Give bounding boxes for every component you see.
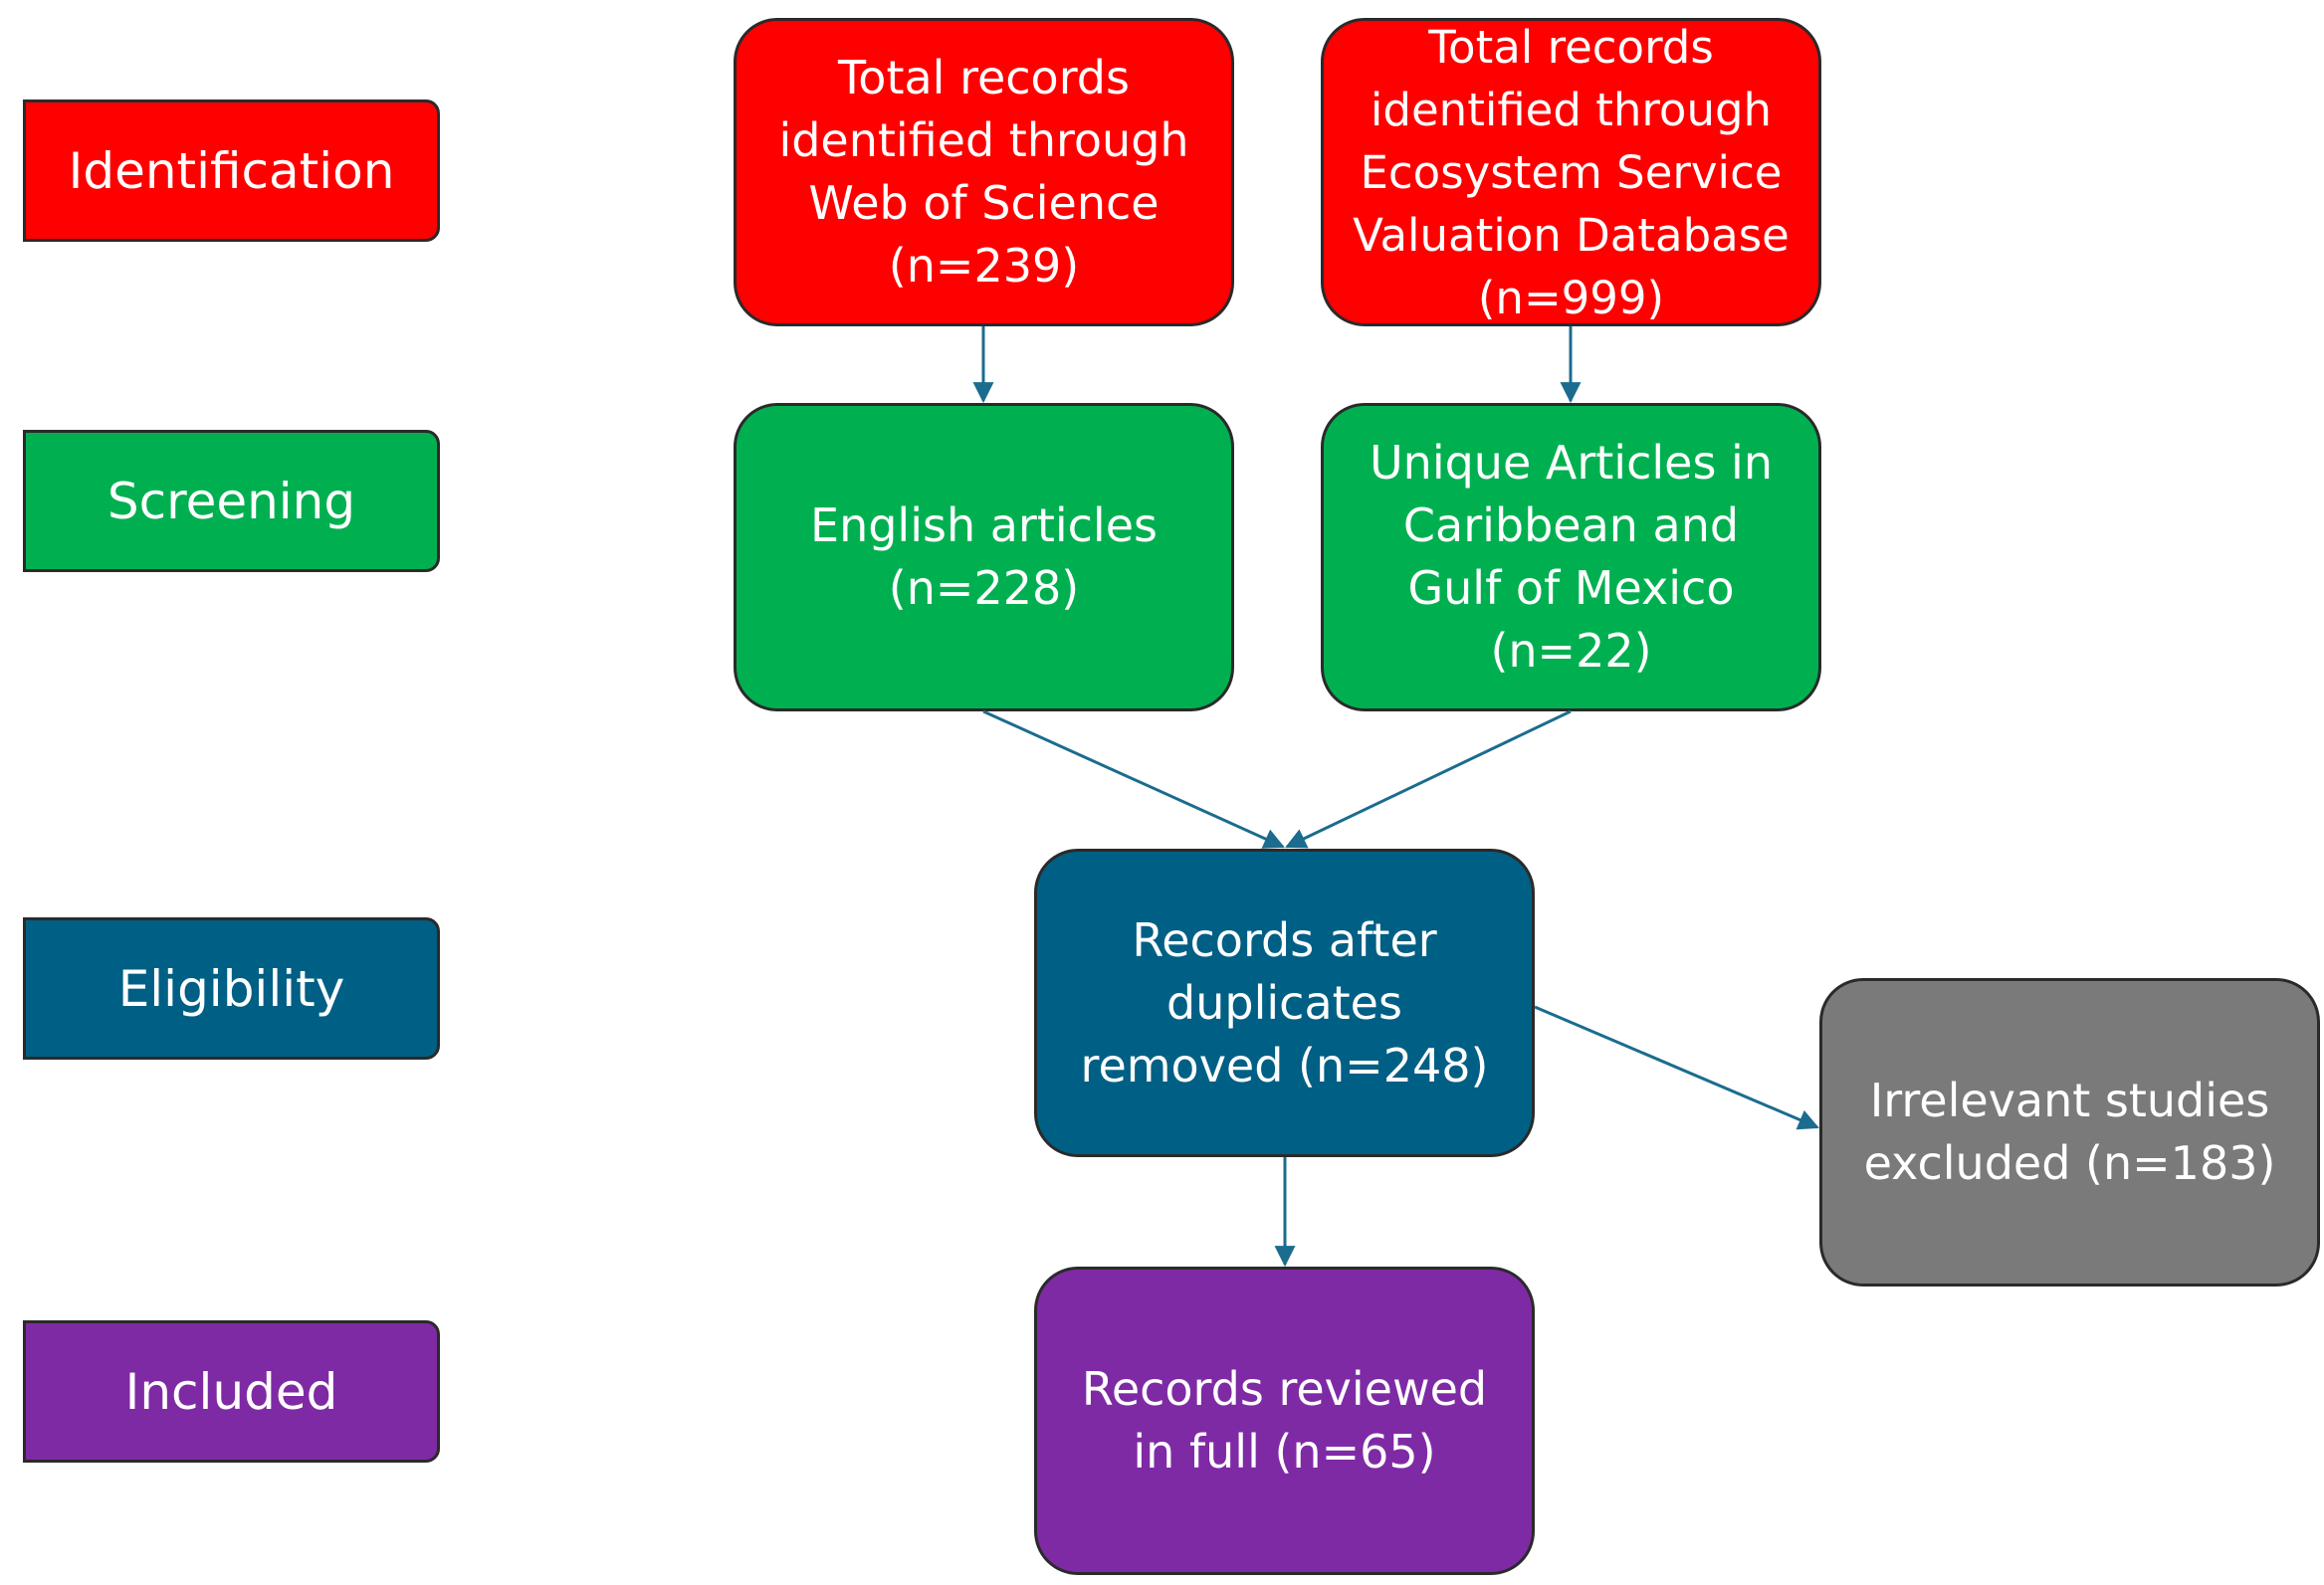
box-unique-articles: Unique Articles in Caribbean and Gulf of… (1321, 403, 1821, 711)
arrow-english-to-dupes (982, 709, 1285, 849)
stage-label-eligibility: Eligibility (23, 917, 440, 1060)
stage-label-screening: Screening (23, 430, 440, 572)
box-web-of-science-records: Total records identified through Web of … (734, 18, 1234, 326)
box-esvd-records: Total records identified through Ecosyst… (1321, 18, 1821, 326)
box-duplicates-removed: Records after duplicates removed (n=248) (1034, 849, 1535, 1157)
arrow-dupes-to-irrelevant (1534, 1005, 1819, 1130)
stage-label-identification: Identification (23, 99, 440, 242)
arrow-unique-to-dupes (1285, 709, 1572, 849)
stage-label-included: Included (23, 1320, 440, 1463)
box-english-articles: English articles (n=228) (734, 403, 1234, 711)
box-reviewed-in-full: Records reviewed in full (n=65) (1034, 1267, 1535, 1575)
box-irrelevant-excluded: Irrelevant studies excluded (n=183) (1819, 978, 2320, 1287)
